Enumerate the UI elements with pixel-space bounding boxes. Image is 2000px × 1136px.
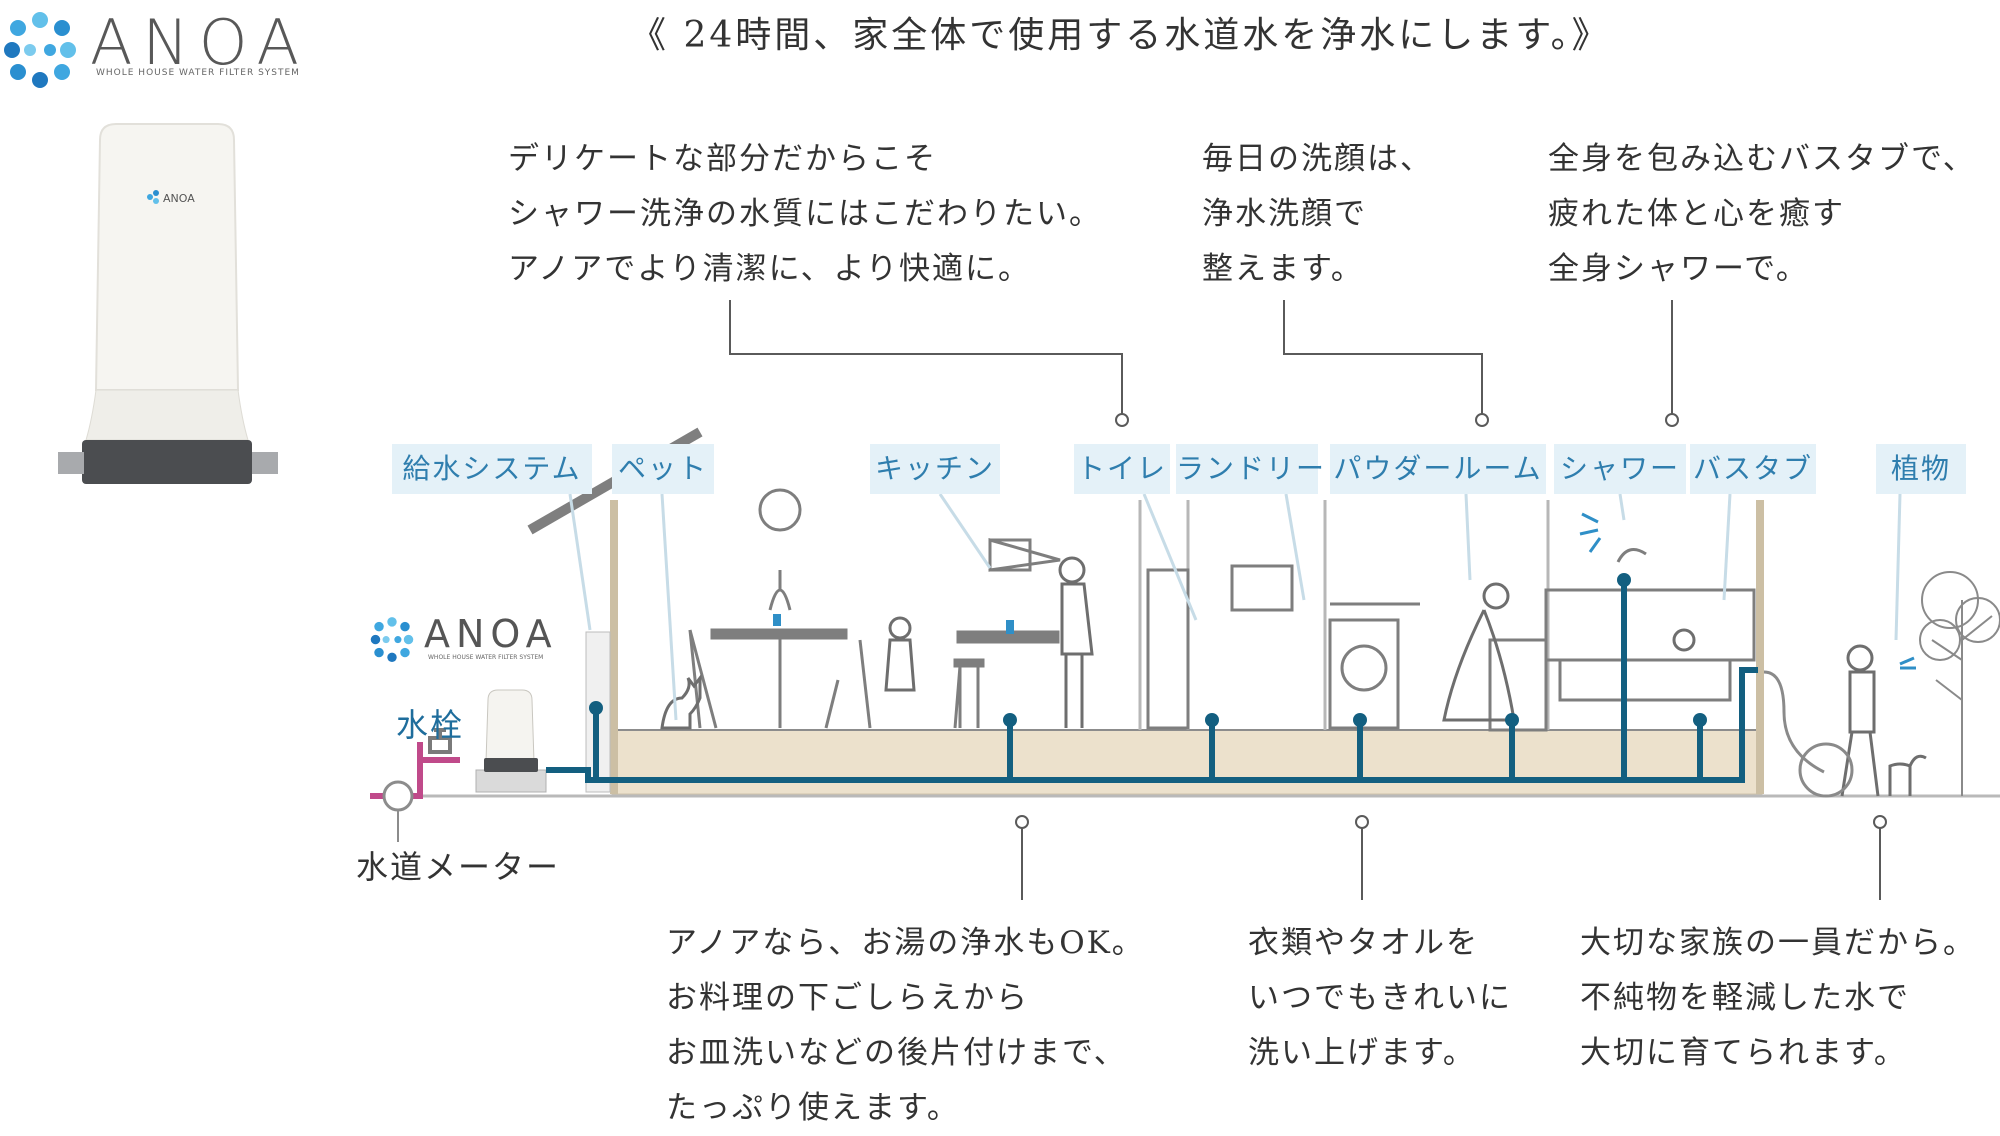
callout-line: たっぷり使えます。 (666, 1090, 960, 1126)
callout-pets-plants: 大切な家族の一員だから。 不純物を軽減した水で 大切に育てられます。 (1580, 916, 1976, 1081)
callout-line: 大切に育てられます。 (1580, 1035, 1907, 1071)
brand-name: ANOA (90, 6, 309, 79)
callout-toilet: デリケートな部分だからこそ シャワー洗浄の水質にはこだわりたい。 アノアでより清… (508, 132, 1102, 297)
brand-tagline: WHOLE HOUSE WATER FILTER SYSTEM (96, 68, 300, 78)
label-laundry: ランドリー (1176, 444, 1324, 494)
label-plants: 植物 (1876, 444, 1966, 494)
callout-line: 全身を包み込むバスタブで、 (1548, 141, 1976, 177)
callout-line: 衣類やタオルを (1248, 925, 1479, 961)
filter-unit-small (475, 631, 611, 793)
filter-product-image: ANOA (58, 123, 278, 484)
headline: 《 24時間、家全体で使用する水道水を浄水にします。》 (630, 15, 1611, 56)
callout-powder-room: 毎日の洗顔は、 浄水洗顔で 整えます。 (1202, 132, 1433, 297)
callout-line: 毎日の洗顔は、 (1202, 141, 1433, 177)
label-powder-room: パウダールーム (1330, 444, 1546, 494)
callout-line: 洗い上げます。 (1248, 1035, 1476, 1071)
meter-label: 水道メーター (356, 848, 561, 886)
brand-name-small: ANOA (424, 612, 558, 656)
callout-line: お料理の下ごしらえから (666, 980, 1029, 1016)
callout-line: シャワー洗浄の水質にはこだわりたい。 (508, 196, 1102, 232)
callout-line: アノアでより清潔に、より快適に。 (508, 251, 1032, 287)
callout-line: 全身シャワーで。 (1548, 251, 1809, 287)
label-shower: シャワー (1554, 444, 1686, 494)
callout-line: 浄水洗顔で (1202, 196, 1367, 232)
label-pet: ペット (612, 444, 714, 494)
callout-line: 疲れた体と心を癒す (1548, 196, 1845, 232)
callout-line: お皿洗いなどの後片付けまで、 (666, 1035, 1127, 1071)
label-bathtub: バスタブ (1690, 444, 1816, 494)
callout-line: デリケートな部分だからこそ (508, 141, 937, 177)
callout-line: アノアなら、お湯の浄水もOK。 (666, 925, 1145, 961)
anoa-logo-small-icon (370, 617, 414, 662)
svg-text:ANOA: ANOA (163, 192, 195, 205)
label-kitchen: キッチン (870, 444, 1000, 494)
callout-kitchen: アノアなら、お湯の浄水もOK。 お料理の下ごしらえから お皿洗いなどの後片付けま… (666, 916, 1145, 1136)
brand-logo: ANOA WHOLE HOUSE WATER FILTER SYSTEM (0, 0, 330, 100)
brand-logo-small: ANOA WHOLE HOUSE WATER FILTER SYSTEM (370, 612, 590, 676)
anoa-logo-icon (4, 12, 76, 88)
label-water-supply-system: 給水システム (392, 444, 592, 494)
faucet-label: 水栓 (396, 706, 465, 744)
callout-line: 不純物を軽減した水で (1580, 980, 1910, 1016)
callout-bath: 全身を包み込むバスタブで、 疲れた体と心を癒す 全身シャワーで。 (1548, 132, 1976, 297)
brand-tagline-small: WHOLE HOUSE WATER FILTER SYSTEM (428, 654, 544, 661)
label-toilet: トイレ (1074, 444, 1170, 494)
callout-line: 大切な家族の一員だから。 (1580, 925, 1976, 961)
callout-line: 整えます。 (1202, 251, 1364, 287)
callout-laundry: 衣類やタオルを いつでもきれいに 洗い上げます。 (1248, 916, 1512, 1081)
callout-line: いつでもきれいに (1248, 980, 1512, 1016)
